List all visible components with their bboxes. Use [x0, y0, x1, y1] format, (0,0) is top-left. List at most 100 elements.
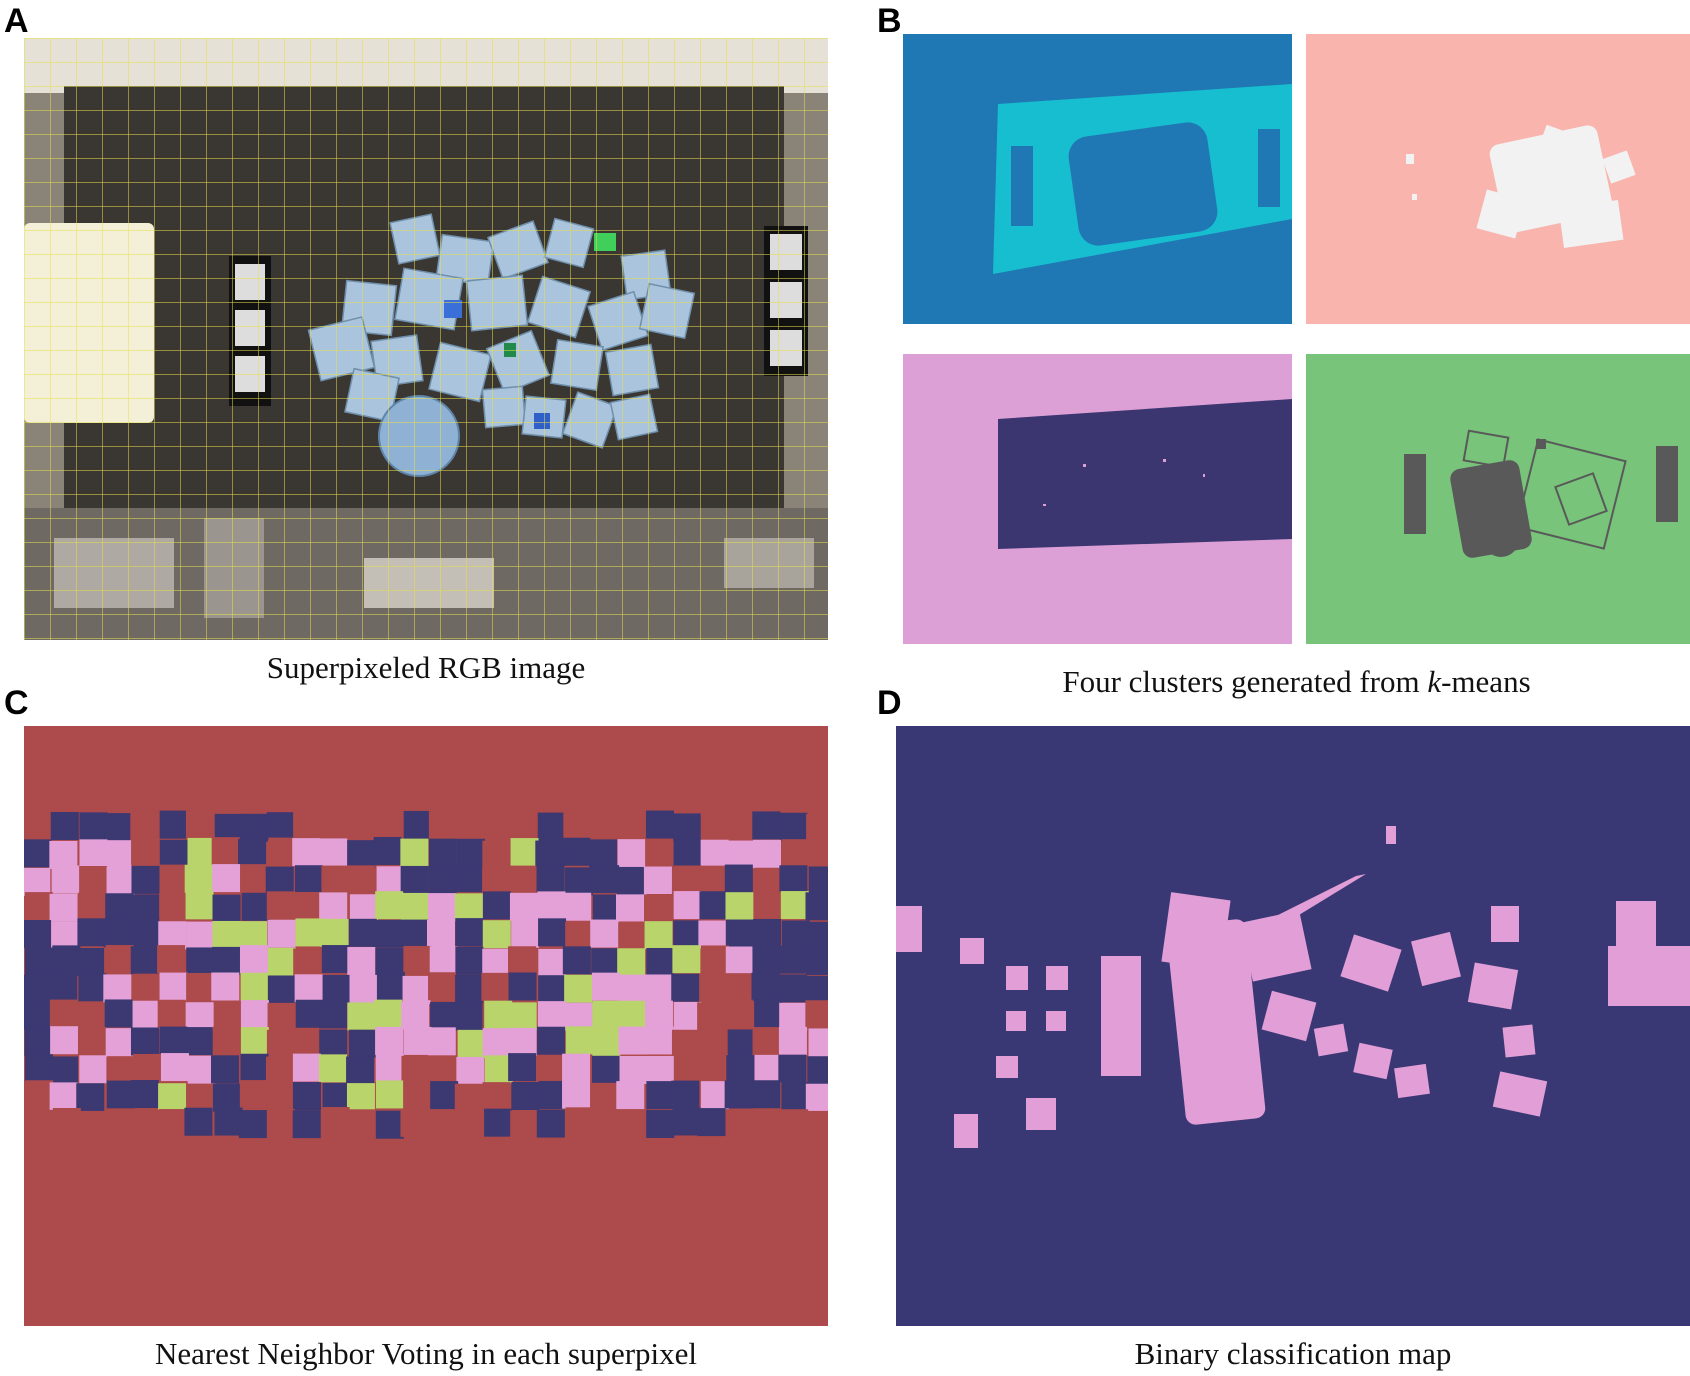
superpixel-cell [24, 919, 52, 948]
superpixel-cell [159, 839, 188, 868]
superpixel-cell [24, 1001, 52, 1030]
superpixel-cell [158, 1109, 187, 1138]
superpixel-cell [78, 973, 107, 1002]
superpixel-cell [268, 837, 297, 866]
superpixel-cell [699, 1053, 728, 1082]
superpixel-cell [455, 946, 484, 975]
superpixel-cell [212, 946, 241, 975]
superpixel-cell [700, 945, 729, 974]
superpixel-cell [563, 811, 592, 840]
superpixel-cell [76, 947, 105, 976]
superpixel-cell [159, 1026, 188, 1055]
superpixel-cell [673, 865, 702, 894]
superpixel-cell [265, 866, 294, 895]
superpixel-cell [481, 972, 510, 1001]
superpixel-cell [375, 1053, 404, 1082]
superpixel-cell [808, 1028, 828, 1057]
superpixel-cell [699, 974, 728, 1003]
superpixel-cell [673, 813, 702, 842]
superpixel-cell [752, 839, 781, 868]
superpixel-cell [508, 972, 537, 1001]
superpixel-cell [727, 840, 756, 869]
superpixel-cell [320, 810, 349, 839]
superpixel-cell [726, 1055, 755, 1084]
superpixel-cell [457, 1029, 486, 1058]
superpixel-cell [160, 1053, 189, 1082]
superpixel-cell [562, 837, 591, 866]
superpixel-cell [562, 946, 591, 975]
superpixel-cell [779, 974, 808, 1003]
superpixel-cell [565, 1107, 594, 1136]
superpixel-cell [375, 891, 404, 920]
superpixel-cell [238, 1110, 267, 1139]
superpixel-cell [590, 919, 619, 948]
superpixel-cell [24, 839, 52, 868]
superpixel-cell [619, 974, 648, 1003]
superpixel-cell [616, 866, 645, 895]
superpixel-cell [159, 864, 188, 893]
superpixel-cell [130, 1080, 159, 1109]
superpixel-cell [590, 1109, 619, 1138]
superpixel-cell [79, 866, 108, 895]
superpixel-cell [806, 813, 828, 842]
superpixel-cell [805, 921, 828, 950]
superpixel-cell [725, 919, 754, 948]
superpixel-cell [508, 1002, 537, 1031]
superpixel-cell [49, 999, 78, 1028]
superpixel-cell [645, 810, 674, 839]
superpixel-cell [700, 865, 729, 894]
superpixel-cell [779, 812, 808, 841]
superpixel-cell [617, 811, 646, 840]
superpixel-cell [347, 840, 376, 869]
superpixel-cell [292, 1082, 321, 1111]
cluster-3-image [903, 354, 1292, 644]
superpixel-cell [373, 919, 402, 948]
superpixel-cell [349, 894, 378, 923]
superpixel-cell [482, 840, 511, 869]
superpixel-cell [536, 1109, 565, 1138]
superpixel-cell [697, 1108, 726, 1137]
superpixel-cell [454, 1083, 483, 1112]
superpixel-cell [673, 920, 702, 949]
superpixel-cell [293, 810, 322, 839]
superpixel-cell [184, 864, 213, 893]
superpixel-cell [185, 891, 214, 920]
superpixel-cell [618, 1026, 647, 1055]
superpixel-cell [240, 1053, 269, 1082]
caption-c: Nearest Neighbor Voting in each superpix… [154, 1336, 698, 1371]
superpixel-cell [132, 1000, 161, 1029]
superpixel-cell [646, 894, 675, 923]
superpixel-cell [806, 946, 828, 975]
superpixel-cell [430, 1081, 459, 1110]
superpixel-cell [77, 1026, 106, 1055]
superpixel-cell [482, 1082, 511, 1111]
superpixel-cell [645, 1026, 674, 1055]
superpixel-cell [591, 865, 620, 894]
superpixel-cell [616, 894, 645, 923]
superpixel-cell [400, 865, 429, 894]
superpixel-cell [347, 1109, 376, 1138]
superpixel-cell [267, 919, 296, 948]
superpixel-cell [238, 839, 267, 868]
superpixel-cell [241, 892, 270, 921]
superpixel-cell [698, 1026, 727, 1055]
superpixel-cell [698, 920, 727, 949]
superpixel-cell [186, 921, 215, 950]
superpixel-cell [807, 1110, 828, 1139]
superpixel-cell [508, 1027, 537, 1056]
superpixel-cell [184, 1027, 213, 1056]
superpixel-cell [265, 1056, 294, 1085]
superpixel-cell [565, 1002, 594, 1031]
superpixel-cell [591, 972, 620, 1001]
superpixel-cell [295, 999, 324, 1028]
superpixel-cell [538, 1080, 567, 1109]
superpixel-cell [645, 838, 674, 867]
superpixel-cell [807, 1056, 828, 1085]
superpixel-cell [106, 1080, 135, 1109]
superpixel-cell [375, 1080, 404, 1109]
superpixel-cell [808, 866, 828, 895]
superpixel-cell [24, 892, 53, 921]
superpixel-cell [295, 918, 324, 947]
superpixel-cell [481, 810, 510, 839]
superpixel-cell [294, 974, 323, 1003]
